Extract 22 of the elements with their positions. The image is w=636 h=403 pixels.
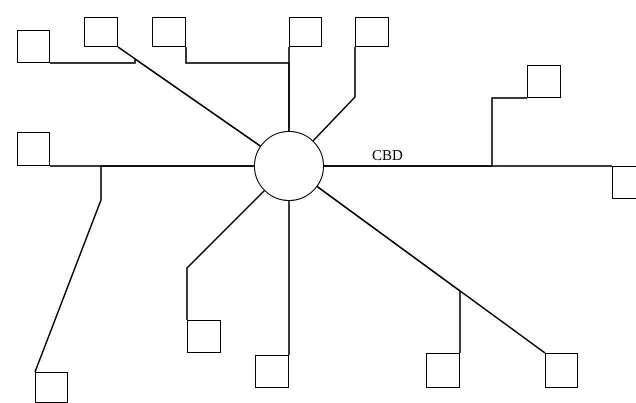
connector-line bbox=[324, 165, 612, 167]
square-box bbox=[187, 320, 221, 353]
square-box bbox=[84, 17, 118, 47]
connector-line bbox=[312, 47, 356, 142]
square-box bbox=[17, 132, 50, 166]
connector-line bbox=[118, 46, 261, 147]
square-box bbox=[35, 372, 68, 403]
connector-line bbox=[34, 165, 254, 372]
square-box bbox=[527, 65, 561, 98]
connector-line bbox=[316, 186, 546, 354]
square-box bbox=[289, 17, 322, 47]
connector-line bbox=[186, 190, 265, 320]
square-box bbox=[255, 355, 289, 388]
square-box bbox=[17, 30, 50, 63]
square-box bbox=[545, 353, 578, 388]
square-box bbox=[152, 17, 186, 47]
connector-line bbox=[288, 47, 290, 131]
area-label: CBD bbox=[372, 149, 403, 164]
connector-line bbox=[288, 201, 290, 355]
square-box bbox=[355, 17, 389, 47]
square-box bbox=[612, 166, 636, 199]
square-box bbox=[426, 353, 460, 388]
